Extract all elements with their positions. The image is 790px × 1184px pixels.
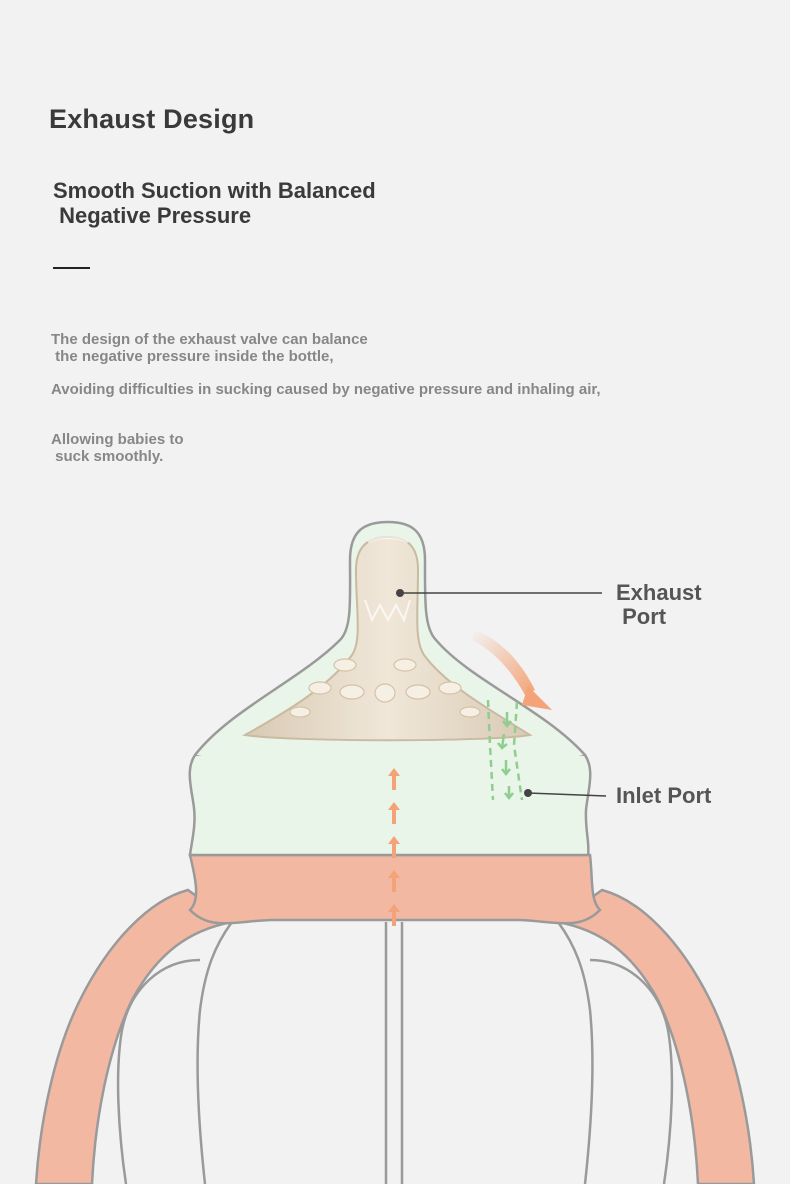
bottle-handles xyxy=(34,888,756,1184)
nipple-collar xyxy=(188,738,592,857)
bottle-body xyxy=(116,921,674,1184)
inlet-arrows xyxy=(497,712,514,801)
page-subtitle: Smooth Suction with Balanced Negative Pr… xyxy=(53,178,376,228)
description-line-3: Allowing babies to suck smoothly. xyxy=(51,431,184,465)
exhaust-port-label: Exhaust Port xyxy=(616,580,702,629)
upward-arrows xyxy=(388,768,400,926)
inlet-port-label: Inlet Port xyxy=(616,783,712,808)
title-divider xyxy=(53,267,90,269)
exhaust-port-pointer xyxy=(396,589,602,597)
inlet-channel xyxy=(486,699,524,801)
nipple xyxy=(241,535,533,742)
air-flow-arrow xyxy=(472,630,552,710)
bottle-diagram xyxy=(34,520,756,1184)
page-title: Exhaust Design xyxy=(49,104,255,134)
inlet-port-pointer xyxy=(524,789,607,797)
description-line-1: The design of the exhaust valve can bala… xyxy=(51,331,368,365)
description-line-2: Avoiding difficulties in sucking caused … xyxy=(51,381,601,398)
